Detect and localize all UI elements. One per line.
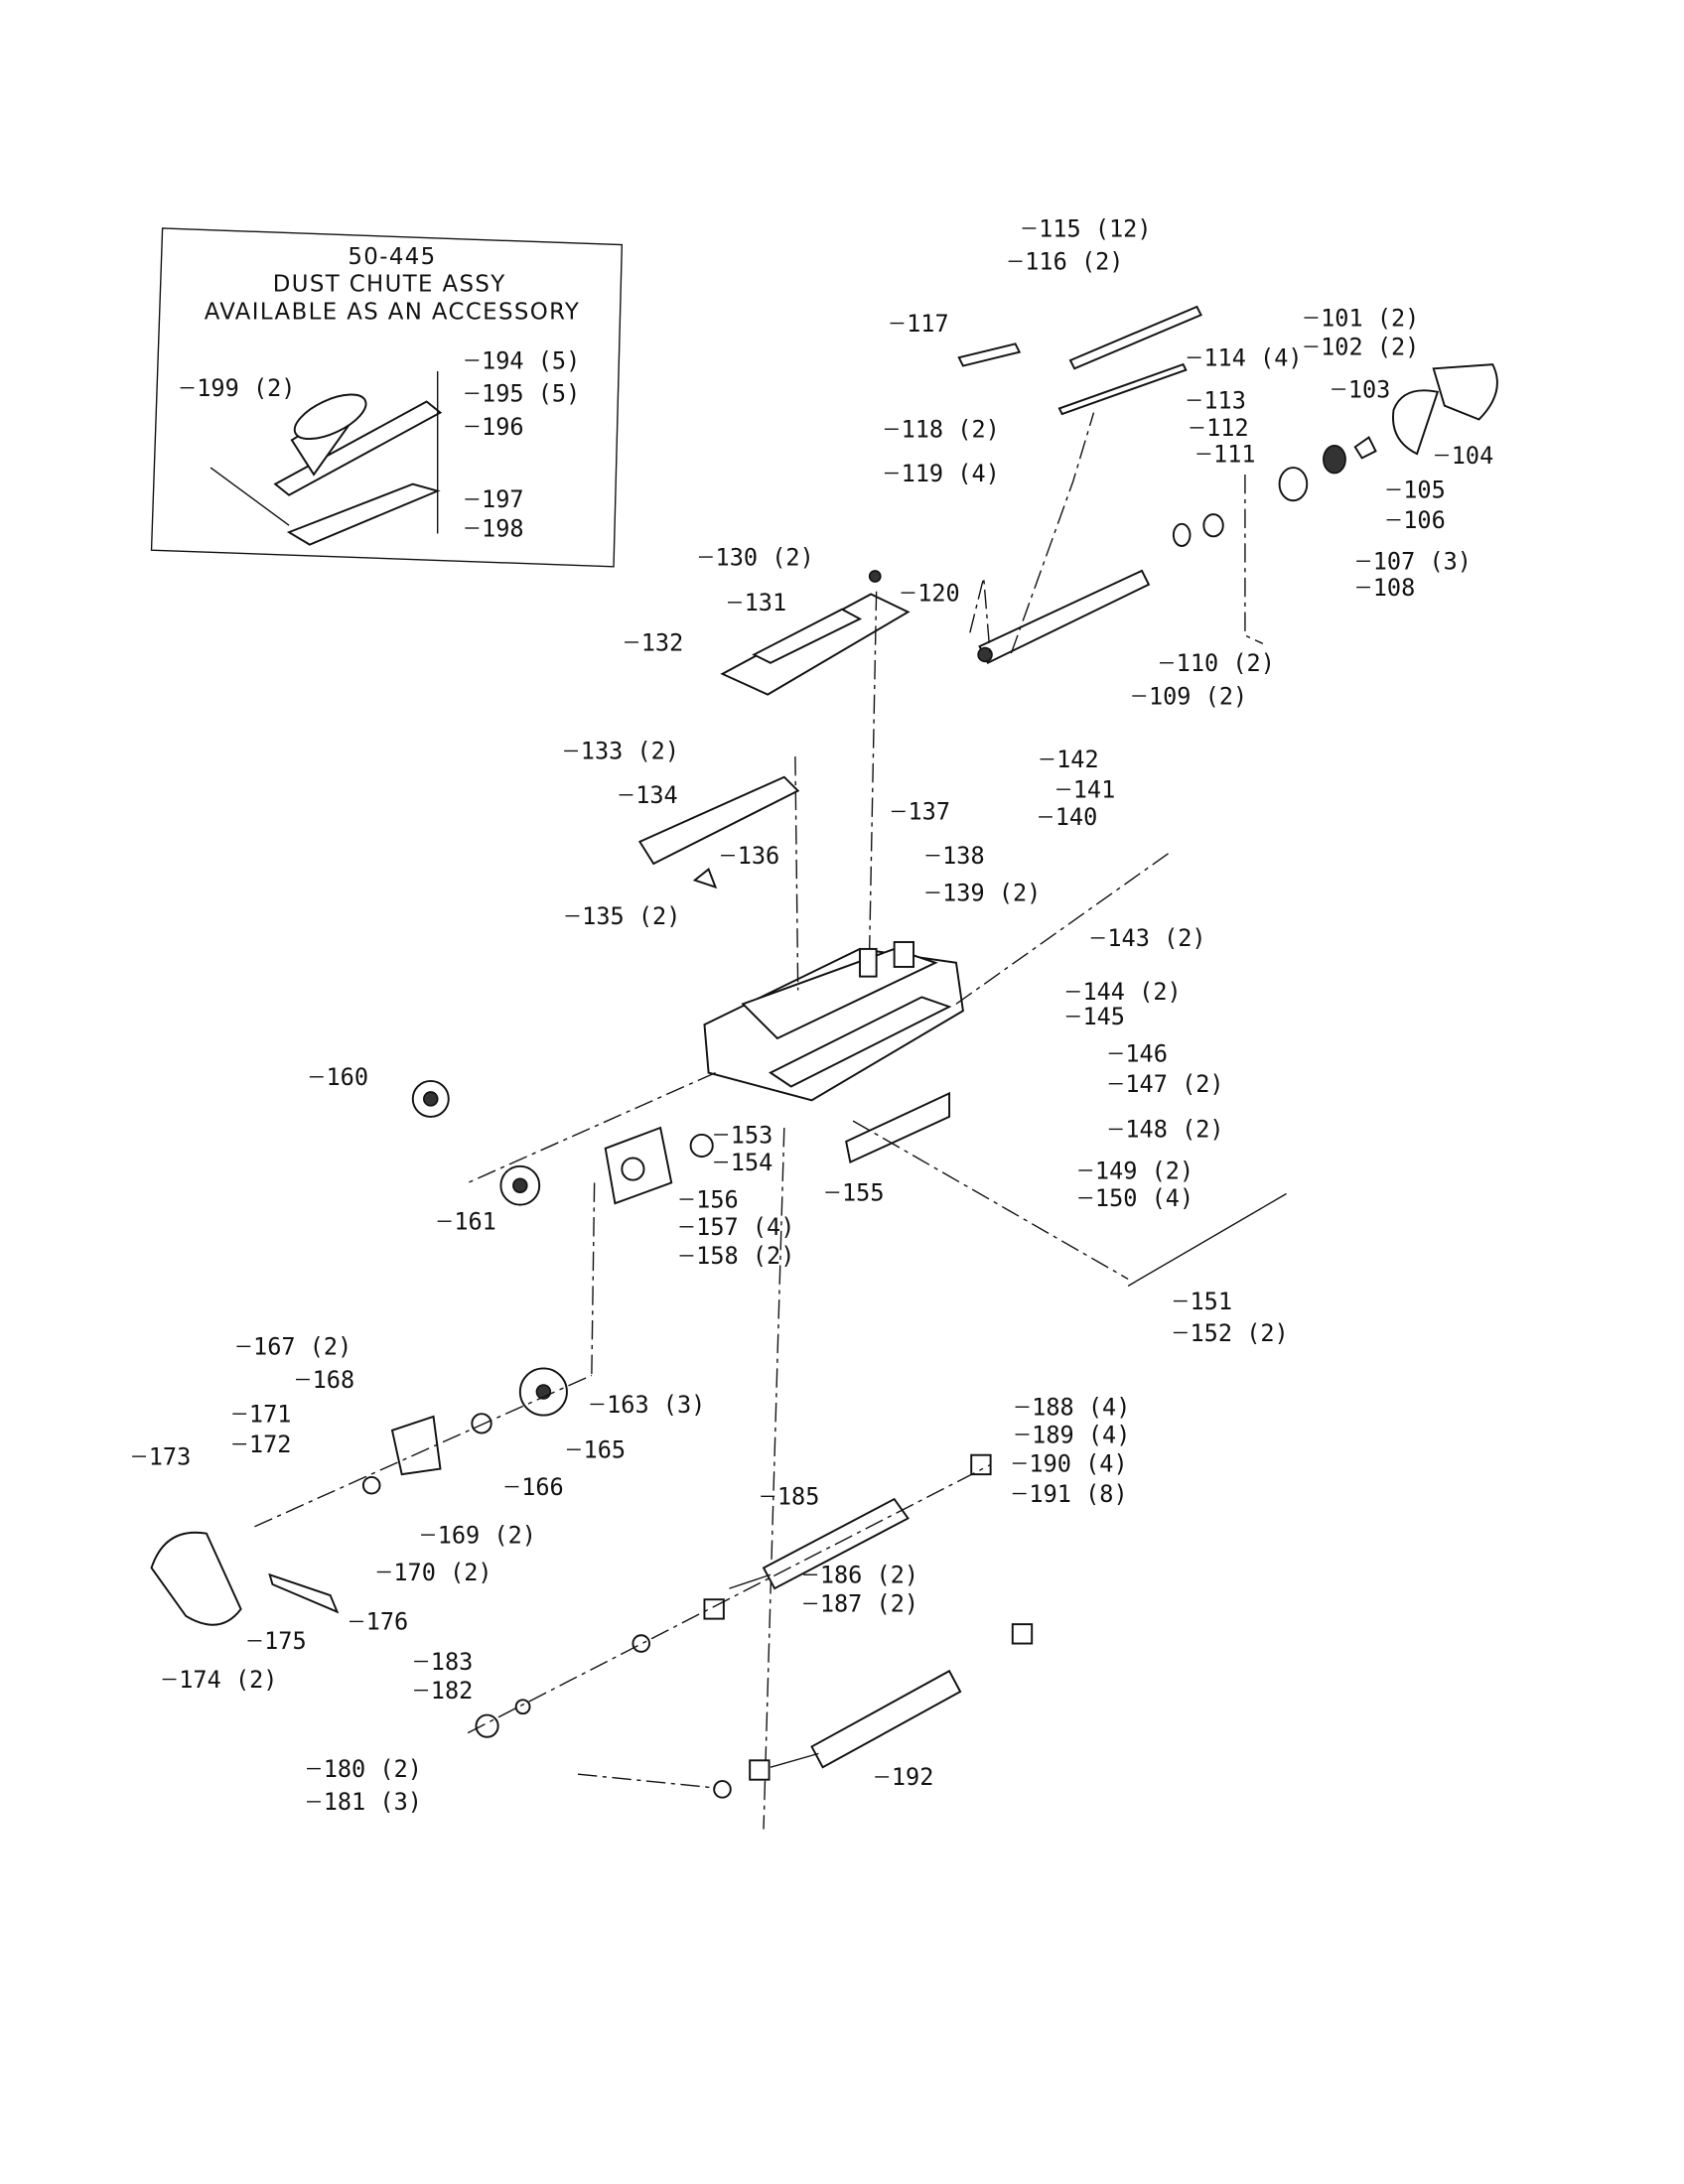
part-callout-label: 190 (4) xyxy=(1029,1449,1127,1477)
part-callout-label: 176 xyxy=(366,1608,409,1636)
part-callout-label: 135 (2) xyxy=(582,902,680,930)
part-callout-label: 175 xyxy=(264,1627,307,1655)
part-callout-label: 189 (4) xyxy=(1032,1421,1130,1448)
part-callout-label: 167 (2) xyxy=(253,1333,351,1361)
part-callout-label: 170 (2) xyxy=(393,1559,491,1586)
part-callout-label: 146 xyxy=(1125,1040,1168,1068)
part-callout-label: 152 (2) xyxy=(1191,1319,1289,1347)
part-callout-label: 154 xyxy=(731,1149,773,1176)
part-callout-label: 130 (2) xyxy=(716,543,814,571)
part-callout-label: 118 (2) xyxy=(902,416,1000,444)
part-callout-label: 141 xyxy=(1073,776,1116,804)
part-callout-label: 195 (5) xyxy=(482,380,580,408)
part-callout-label: 171 xyxy=(249,1400,292,1428)
part-callout-label: 160 xyxy=(326,1063,368,1091)
part-callout-label: 147 (2) xyxy=(1125,1070,1223,1098)
part-callout-label: 136 xyxy=(738,842,780,870)
part-callout-label: 140 xyxy=(1055,803,1098,831)
part-callout-label: 187 (2) xyxy=(820,1590,918,1618)
part-callout-label: 150 (4) xyxy=(1095,1184,1193,1212)
dust-chute-inset: 50-445 DUST CHUTE ASSY AVAILABLE AS AN A… xyxy=(150,227,624,568)
gearbox-part xyxy=(150,1079,714,1626)
inset-border xyxy=(150,227,624,568)
part-callout-label: 157 (4) xyxy=(696,1213,794,1241)
part-callout-label: 186 (2) xyxy=(820,1562,918,1589)
part-callout-label: 185 xyxy=(777,1483,820,1511)
part-callout-label: 109 (2) xyxy=(1149,682,1247,710)
inset-subtitle: AVAILABLE AS AN ACCESSORY xyxy=(205,299,581,325)
part-callout-label: 173 xyxy=(149,1442,192,1470)
part-callout-label: 107 (3) xyxy=(1373,548,1472,576)
part-callout-label: 144 (2) xyxy=(1082,978,1181,1006)
part-callout-label: 105 xyxy=(1403,477,1446,504)
part-callout-label: 138 xyxy=(942,842,985,870)
part-callout-label: 197 xyxy=(482,485,524,513)
part-callout-label: 153 xyxy=(731,1121,773,1149)
part-callout-label: 142 xyxy=(1056,746,1099,773)
part-callout-label: 188 (4) xyxy=(1032,1394,1130,1422)
part-callout-label: 163 (3) xyxy=(607,1391,705,1419)
part-callout-label: 132 xyxy=(641,628,684,656)
part-callout-label: 155 xyxy=(842,1178,885,1206)
part-callout-label: 166 xyxy=(521,1473,564,1501)
part-callout-label: 165 xyxy=(584,1436,627,1464)
part-callout-label: 182 xyxy=(431,1677,474,1705)
part-callout-label: 104 xyxy=(1452,442,1494,470)
part-callout-label: 111 xyxy=(1213,440,1256,468)
part-callout-label: 149 (2) xyxy=(1095,1157,1193,1184)
part-callout-label: 137 xyxy=(908,798,950,826)
part-callout-label: 113 xyxy=(1203,386,1246,414)
part-callout-label: 174 (2) xyxy=(179,1666,277,1694)
part-callout-label: 199 (2) xyxy=(197,374,295,402)
part-callout-label: 115 (12) xyxy=(1039,214,1151,242)
part-callout-label: 180 (2) xyxy=(324,1755,422,1783)
part-callout-label: 114 (4) xyxy=(1203,344,1302,372)
part-callout-label: 119 (4) xyxy=(902,460,1000,487)
part-callout-label: 116 (2) xyxy=(1025,248,1123,276)
part-callout-label: 198 xyxy=(482,514,524,542)
feed-rollers-part xyxy=(467,1453,1034,1799)
part-callout-label: 148 (2) xyxy=(1125,1116,1223,1144)
part-callout-label: 183 xyxy=(431,1648,474,1676)
part-callout-label: 110 (2) xyxy=(1177,649,1275,677)
part-callout-label: 134 xyxy=(635,781,678,809)
table-plate-part xyxy=(637,570,911,889)
part-callout-label: 108 xyxy=(1373,574,1416,602)
part-callout-label: 102 (2) xyxy=(1321,333,1419,360)
part-callout-label: 156 xyxy=(696,1185,739,1213)
part-callout-label: 131 xyxy=(745,589,787,616)
part-callout-label: 196 xyxy=(482,413,524,441)
part-callout-label: 133 (2) xyxy=(581,738,679,765)
part-callout-label: 112 xyxy=(1206,414,1249,442)
part-callout-label: 194 (5) xyxy=(482,346,580,374)
part-callout-label: 139 (2) xyxy=(942,879,1041,906)
part-callout-label: 145 xyxy=(1082,1003,1125,1030)
part-callout-label: 117 xyxy=(907,310,949,338)
dust-chute-part xyxy=(210,371,443,546)
cutterhead-assembly xyxy=(957,305,1498,665)
part-callout-label: 120 xyxy=(917,579,960,607)
main-base-part xyxy=(467,591,1287,1830)
part-callout-label: 143 (2) xyxy=(1107,924,1205,952)
part-callout-label: 169 (2) xyxy=(438,1521,536,1549)
part-callout-label: 103 xyxy=(1348,375,1391,403)
part-callout-label: 151 xyxy=(1191,1288,1233,1315)
part-callout-label: 101 (2) xyxy=(1321,304,1419,332)
inset-part-number: 50-445 xyxy=(348,244,436,270)
part-callout-label: 192 xyxy=(892,1763,934,1791)
part-callout-label: 172 xyxy=(249,1431,292,1458)
part-callout-label: 181 (3) xyxy=(324,1788,422,1816)
part-callout-label: 106 xyxy=(1403,506,1446,534)
part-callout-label: 158 (2) xyxy=(696,1242,794,1270)
part-callout-label: 168 xyxy=(313,1366,355,1394)
part-callout-label: 161 xyxy=(454,1208,496,1236)
part-callout-label: 191 (8) xyxy=(1029,1480,1127,1508)
inset-title: DUST CHUTE ASSY xyxy=(273,272,506,298)
